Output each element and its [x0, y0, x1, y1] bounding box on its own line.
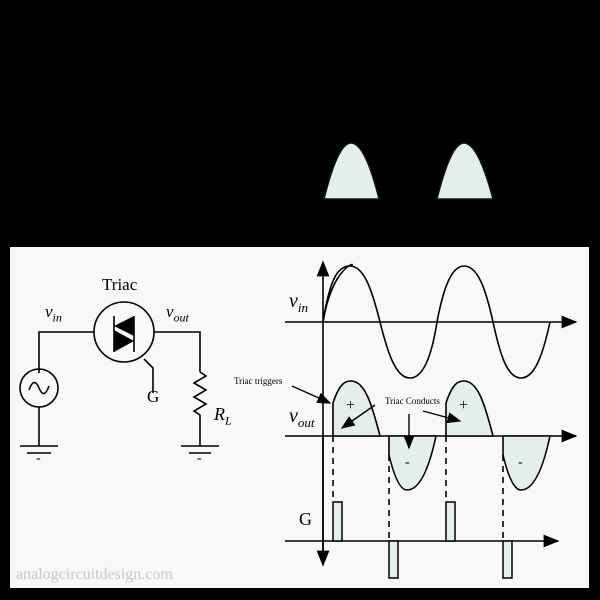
- ground-left-icon: [20, 445, 58, 454]
- gate-lead: [143, 358, 154, 393]
- diagram-panel: [10, 247, 589, 588]
- wave-vin-label: vin: [289, 290, 309, 315]
- triac-diode-upper-icon: [114, 316, 134, 336]
- minus-sign-1: -: [405, 455, 410, 470]
- resistor-icon: [192, 371, 208, 446]
- wire-vin: [38, 331, 94, 373]
- circuit-vin-label: vin: [45, 302, 62, 325]
- top-pulse-2: [436, 142, 494, 200]
- plus-sign-2: +: [459, 397, 469, 414]
- conducts-arrow-right: [422, 410, 462, 424]
- triac-title: Triac: [102, 275, 138, 294]
- ground-right-icon: [181, 445, 219, 454]
- wire-vout: [154, 331, 201, 372]
- ground-minus-right: -: [197, 451, 202, 466]
- annotation-triac-conducts: Triac Conducts: [385, 396, 440, 406]
- vout-negative-lobe-2: [502, 435, 551, 491]
- wave-vout-label: vout: [289, 405, 315, 430]
- triggers-arrow: [291, 385, 332, 404]
- triac-symbol-icon: [93, 301, 155, 363]
- plus-sign-1: +: [346, 397, 356, 414]
- vout-positive-lobe-1: [332, 380, 382, 437]
- load-resistor-label: RL: [214, 404, 232, 428]
- triac-diode-lower-icon: [114, 330, 134, 352]
- ground-minus-left: -: [36, 451, 41, 466]
- annotation-triac-triggers: Triac triggers: [234, 376, 283, 386]
- vout-negative-lobe-1: [388, 435, 437, 491]
- vin-sine-wave: [322, 263, 551, 379]
- watermark: analogcircuitdesign.com: [16, 566, 173, 583]
- gate-pulse-positive-1: [332, 501, 343, 542]
- gate-terminal-label: G: [147, 387, 160, 406]
- top-pulse-1: [323, 142, 380, 200]
- gate-pulse-negative-2: [502, 540, 513, 579]
- gate-pulse-negative-1: [388, 540, 399, 579]
- vout-positive-lobe-2: [445, 380, 495, 437]
- gate-pulse-positive-2: [445, 501, 456, 542]
- wave-gate-label: G: [299, 509, 312, 529]
- conducts-arrow-left: [340, 404, 376, 429]
- circuit-vout-label: vout: [166, 302, 189, 325]
- sine-glyph-icon: [28, 381, 50, 395]
- minus-sign-2: -: [518, 455, 523, 470]
